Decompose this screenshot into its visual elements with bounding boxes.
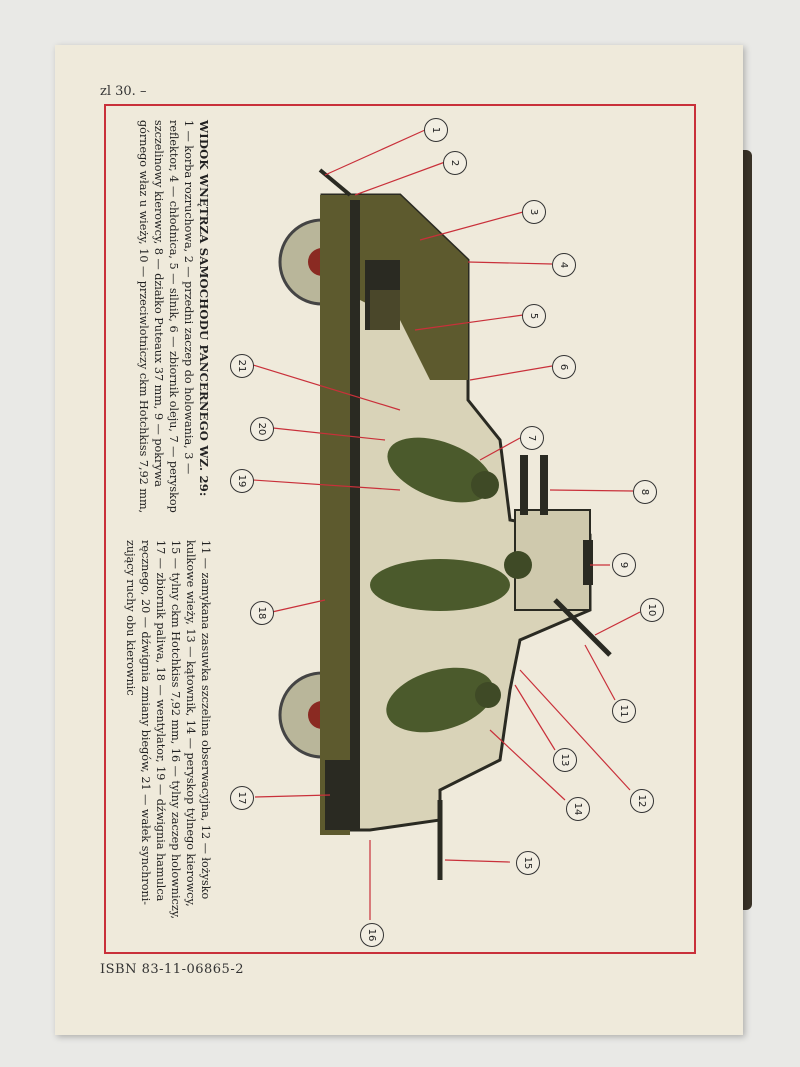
- callout-12: 12: [630, 789, 654, 813]
- callout-16: 16: [360, 923, 384, 947]
- callout-15: 15: [516, 851, 540, 875]
- callout-19: 19: [230, 469, 254, 493]
- hatch-cover: [583, 540, 593, 585]
- price-label: zl 30. –: [100, 84, 147, 99]
- cannon-barrel: [540, 455, 548, 515]
- hull-floor: [320, 195, 350, 835]
- callout-8: 8: [633, 480, 657, 504]
- callout-18: 18: [250, 601, 274, 625]
- leader-lines: [252, 129, 641, 920]
- callout-11: 11: [612, 699, 636, 723]
- chassis-frame: [350, 200, 360, 830]
- cannon-barrel: [520, 455, 528, 515]
- callout-14: 14: [566, 797, 590, 821]
- callout-20: 20: [250, 417, 274, 441]
- driver-figure: [387, 437, 493, 503]
- rear-driver-head: [475, 682, 501, 708]
- callout-6: 6: [552, 355, 576, 379]
- callout-1: 1: [424, 118, 448, 142]
- red-frame: [104, 104, 696, 954]
- callout-21: 21: [230, 354, 254, 378]
- gunner-head: [504, 551, 532, 579]
- callout-3: 3: [522, 200, 546, 224]
- gunner-figure: [370, 559, 510, 611]
- callout-13: 13: [553, 748, 577, 772]
- callout-5: 5: [522, 304, 546, 328]
- callout-9: 9: [612, 553, 636, 577]
- aa-machine-gun: [553, 598, 612, 657]
- driver-head: [471, 471, 499, 499]
- callout-17: 17: [230, 786, 254, 810]
- callout-10: 10: [640, 598, 664, 622]
- rear-driver-figure: [386, 667, 494, 733]
- starting-crank: [318, 168, 352, 197]
- isbn-label: ISBN 83-11-06865-2: [100, 962, 244, 977]
- callout-7: 7: [520, 426, 544, 450]
- engine-block: [370, 290, 400, 330]
- callout-2: 2: [443, 151, 467, 175]
- callout-4: 4: [552, 253, 576, 277]
